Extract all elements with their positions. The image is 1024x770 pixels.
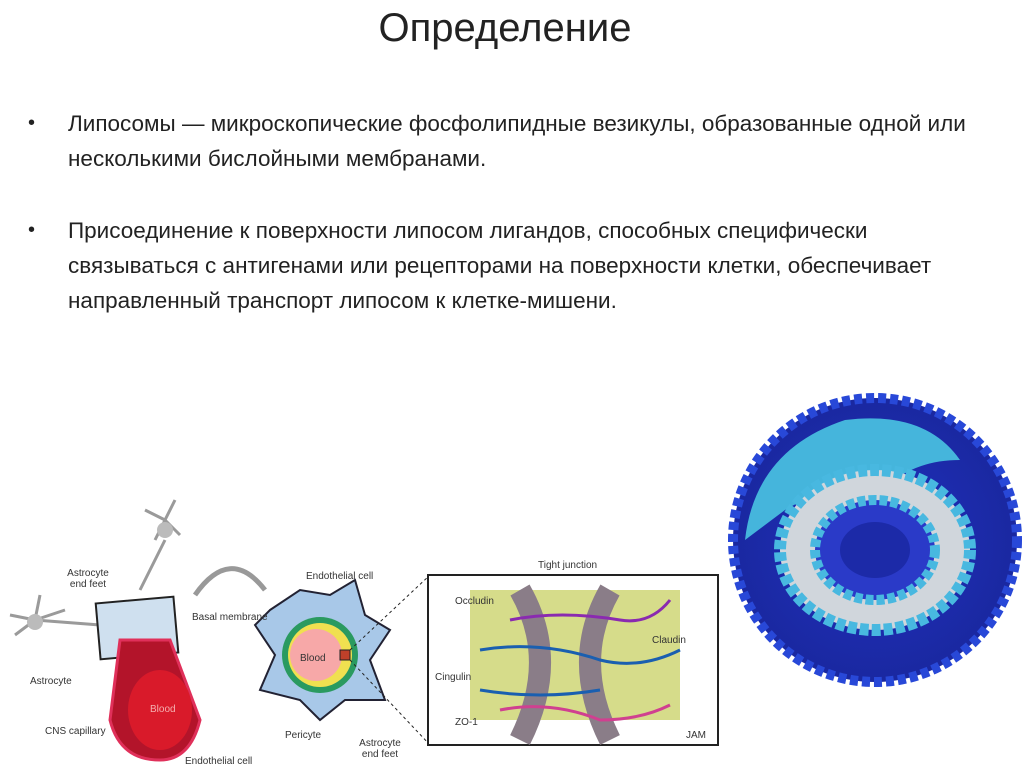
label-endothelial-cell: Endothelial cell — [306, 571, 374, 582]
bullet-item: • Липосомы — микроскопические фосфолипид… — [28, 106, 988, 176]
label-blood: Blood — [300, 653, 326, 664]
bullet-item: • Присоединение к поверхности липосом ли… — [28, 213, 988, 318]
bullet-icon: • — [28, 219, 36, 241]
label-cingulin: Cingulin — [435, 672, 472, 683]
bbb-diagram — [9, 499, 719, 762]
label-jam: JAM — [686, 730, 706, 741]
liposome-illustration — [728, 393, 1022, 687]
label-pericyte: Pericyte — [285, 730, 322, 741]
label-cns-capillary: CNS capillary — [45, 726, 106, 737]
label-occludin: Occludin — [455, 596, 494, 607]
label-blood: Blood — [150, 704, 176, 715]
label-endothelial-cell: Endothelial cell — [185, 756, 253, 767]
label-basal-membrane: Basal membrane — [192, 612, 268, 623]
label-astrocyte: Astrocyte — [30, 676, 72, 687]
label-astrocyte-end-feet: Astrocyte end feet — [359, 738, 401, 760]
label-claudin: Claudin — [652, 635, 686, 646]
bullet-text: Присоединение к поверхности липосом лига… — [68, 218, 932, 313]
label-tight-junction: Tight junction — [538, 560, 598, 571]
bullet-icon: • — [28, 112, 36, 134]
bullet-list: • Липосомы — микроскопические фосфолипид… — [28, 106, 988, 355]
label-zo1: ZO-1 — [455, 717, 478, 728]
bullet-text: Липосомы — микроскопические фосфолипидны… — [68, 111, 966, 171]
label-astrocyte-end-feet: Astrocyte end feet — [67, 568, 109, 590]
slide-title: Определение — [378, 6, 632, 50]
